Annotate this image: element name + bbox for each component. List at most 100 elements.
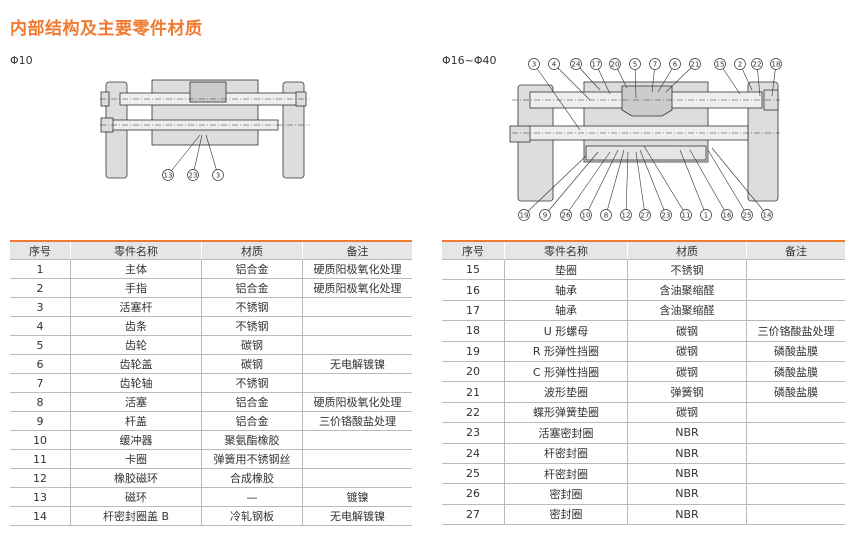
cell-remark (746, 504, 845, 526)
callout-number: 23 (189, 172, 198, 180)
callout-number: 11 (682, 212, 691, 220)
cell-remark (302, 430, 412, 450)
callout-number: 19 (520, 212, 529, 220)
cell-name: 齿轮盖 (70, 354, 202, 374)
callout: 16 (689, 149, 733, 221)
callout-number: 4 (552, 61, 557, 69)
callout-number: 13 (164, 172, 173, 180)
callout: 20 (609, 58, 628, 89)
gear (189, 81, 227, 103)
cell-no: 24 (442, 443, 505, 464)
cell-material: 铝合金 (201, 392, 303, 412)
cell-remark: 硬质阳极氧化处理 (302, 392, 412, 412)
callout-number: 22 (753, 61, 762, 69)
cell-name: 主体 (70, 259, 202, 279)
callout-number: 20 (611, 61, 620, 69)
cell-remark: 磷酸盐膜 (746, 381, 845, 403)
callout: 2 (734, 58, 753, 91)
cell-no: 12 (10, 468, 71, 488)
cell-name: 杆密封圈 (504, 443, 628, 464)
callout: 24 (570, 58, 601, 91)
cell-no: 19 (442, 341, 505, 362)
cell-no: 3 (10, 297, 71, 317)
callout: 21 (665, 58, 701, 93)
header-material: 材质 (201, 241, 303, 260)
cell-material: NBR (627, 443, 747, 464)
cell-material: 碳钢 (627, 341, 747, 362)
cell-name: 活塞密封圈 (504, 422, 628, 444)
callout-number: 3 (216, 172, 220, 180)
callout-number: 9 (543, 212, 547, 220)
cell-material: 铝合金 (201, 259, 303, 279)
cell-name: 齿轮轴 (70, 373, 202, 393)
cell-remark: 硬质阳极氧化处理 (302, 259, 412, 279)
callout-number: 18 (772, 61, 781, 69)
cell-material: NBR (627, 422, 747, 444)
callout-number: 26 (562, 212, 571, 220)
cell-no: 1 (10, 259, 71, 279)
cell-material: NBR (627, 463, 747, 485)
cell-material: 碳钢 (201, 335, 303, 355)
diagram-large (509, 81, 780, 202)
cell-no: 6 (10, 354, 71, 374)
callout-number: 5 (633, 61, 637, 69)
cell-no: 18 (442, 320, 505, 342)
callout: 10 (580, 149, 619, 221)
callout: 23 (187, 134, 203, 181)
callout-number: 2 (738, 61, 742, 69)
cell-remark: 无电解镀镍 (302, 354, 412, 374)
callout: 22 (751, 58, 763, 97)
cell-name: U 形螺母 (504, 320, 628, 342)
cell-no: 11 (10, 449, 71, 469)
nut (509, 125, 531, 143)
cell-no: 25 (442, 463, 505, 485)
cell-no: 14 (10, 506, 71, 526)
callout: 19 (518, 155, 587, 221)
callout-number: 1 (704, 212, 708, 220)
cell-name: 橡胶磁环 (70, 468, 202, 488)
callout: 4 (548, 58, 591, 101)
callout: 3 (205, 134, 224, 181)
cell-name: 密封圈 (504, 483, 628, 505)
callout: 1 (679, 149, 712, 221)
callout: 12 (620, 151, 632, 221)
left-finger (517, 84, 554, 202)
callout: 11 (643, 145, 692, 221)
callout-number: 21 (691, 61, 700, 69)
cell-name: R 形弹性挡圈 (504, 341, 628, 362)
cell-remark (746, 259, 845, 281)
header-remark: 备注 (302, 241, 412, 260)
diagram-large-label: Φ16~Φ40 (442, 54, 497, 67)
cell-name: 缓冲器 (70, 430, 202, 450)
cell-no: 5 (10, 335, 71, 355)
cell-name: 齿轮 (70, 335, 202, 355)
cell-no: 20 (442, 361, 505, 383)
cell-no: 23 (442, 422, 505, 444)
header-remark: 备注 (746, 241, 845, 260)
callout: 26 (560, 151, 611, 221)
callout: 23 (639, 149, 672, 221)
callout: 5 (629, 58, 641, 99)
cell-remark: 三价铬酸盐处理 (302, 411, 412, 431)
callout-number: 17 (592, 61, 601, 69)
header-material: 材质 (627, 241, 747, 260)
cell-material: 冷轧钢板 (201, 506, 303, 526)
callout: 13 (162, 134, 201, 181)
cell-material: 合成橡胶 (201, 468, 303, 488)
cell-name: 波形垫圈 (504, 381, 628, 403)
